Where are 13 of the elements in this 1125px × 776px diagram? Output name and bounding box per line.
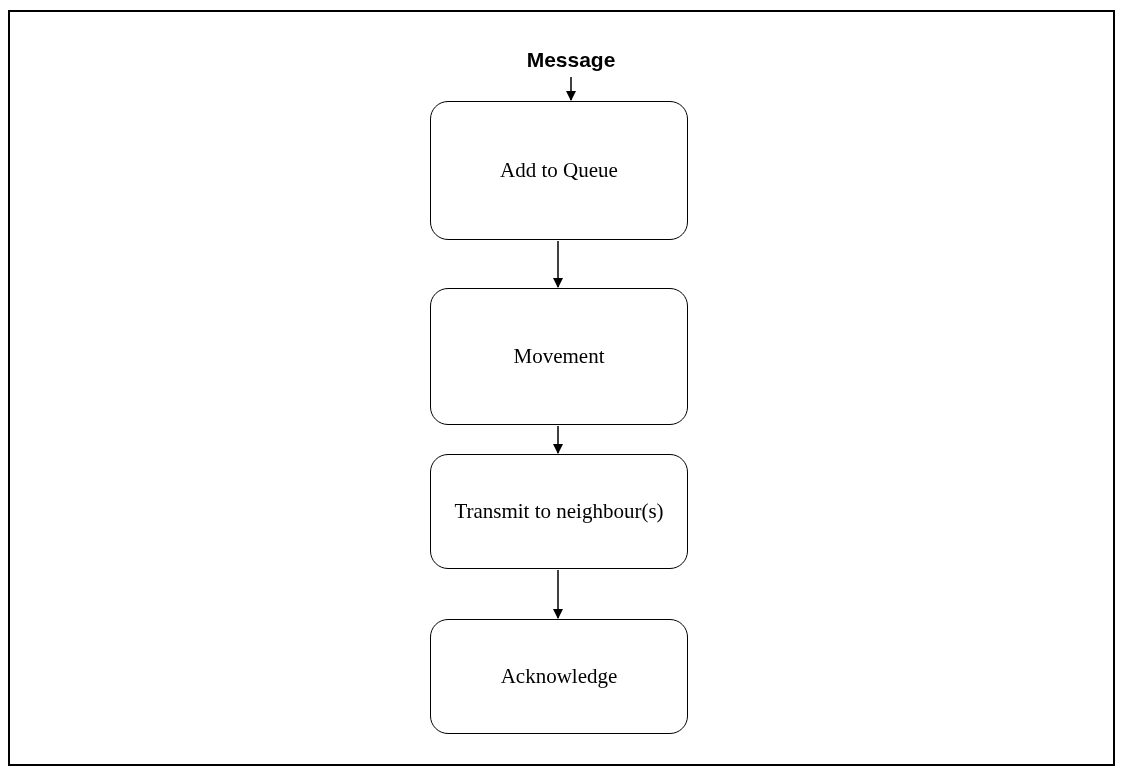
arrow — [566, 76, 576, 101]
process-box — [430, 101, 688, 240]
box-label: Acknowledge — [500, 663, 618, 690]
arrow — [553, 569, 563, 619]
box-label: Movement — [513, 343, 605, 370]
arrow — [553, 240, 563, 288]
box-label: Add to Queue — [500, 157, 618, 184]
box-label: Transmit to neighbour(s) — [454, 498, 664, 525]
process-box — [430, 619, 688, 734]
process-box — [430, 454, 688, 569]
arrow — [553, 425, 563, 454]
start-label: Message — [526, 47, 616, 73]
process-box — [430, 288, 688, 425]
